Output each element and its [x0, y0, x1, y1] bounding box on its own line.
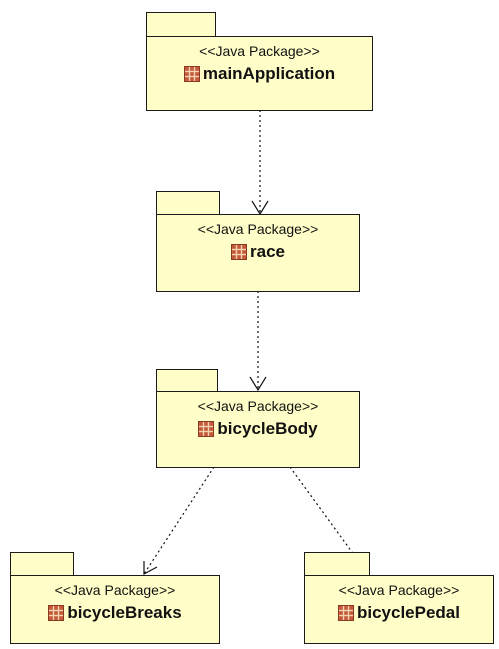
package-name-row: bicyclePedal [337, 603, 460, 623]
package-stereotype: <<Java Package>> [338, 582, 460, 598]
package-name-row: race [231, 242, 285, 262]
java-package-icon [198, 421, 215, 437]
package-stereotype: <<Java Package>> [197, 398, 319, 414]
java-package-icon [231, 244, 247, 260]
dependency-bicycleBody-bicycleBreaks [143, 466, 215, 576]
java-package-icon [48, 605, 65, 621]
package-name: mainApplication [202, 64, 336, 83]
package-name: bicycleBreaks [67, 603, 182, 622]
package-name: bicyclePedal [356, 603, 460, 622]
dependency-mainApplication-race [251, 110, 269, 216]
package-tab [146, 12, 216, 37]
package-name: race [250, 242, 285, 261]
java-package-icon [337, 605, 354, 621]
package-body: <<Java Package>> bicycleBody [156, 391, 360, 468]
package-tab [156, 191, 220, 215]
java-package-icon [183, 66, 200, 82]
package-name-row: bicycleBreaks [48, 603, 182, 623]
package-name: bicycleBody [217, 419, 318, 438]
package-tab [10, 552, 74, 576]
package-stereotype: <<Java Package>> [199, 43, 320, 59]
package-stereotype: <<Java Package>> [54, 582, 176, 598]
package-body: <<Java Package>> race [156, 214, 360, 292]
dependency-race-bicycleBody [249, 291, 267, 392]
package-body: <<Java Package>> bicyclePedal [304, 575, 494, 644]
package-name-row: bicycleBody [198, 419, 318, 439]
package-name-row: mainApplication [183, 64, 336, 84]
package-body: <<Java Package>> mainApplication [146, 36, 373, 111]
package-tab [156, 369, 218, 392]
package-body: <<Java Package>> bicycleBreaks [10, 575, 220, 644]
package-stereotype: <<Java Package>> [197, 221, 319, 237]
package-tab [304, 552, 370, 576]
